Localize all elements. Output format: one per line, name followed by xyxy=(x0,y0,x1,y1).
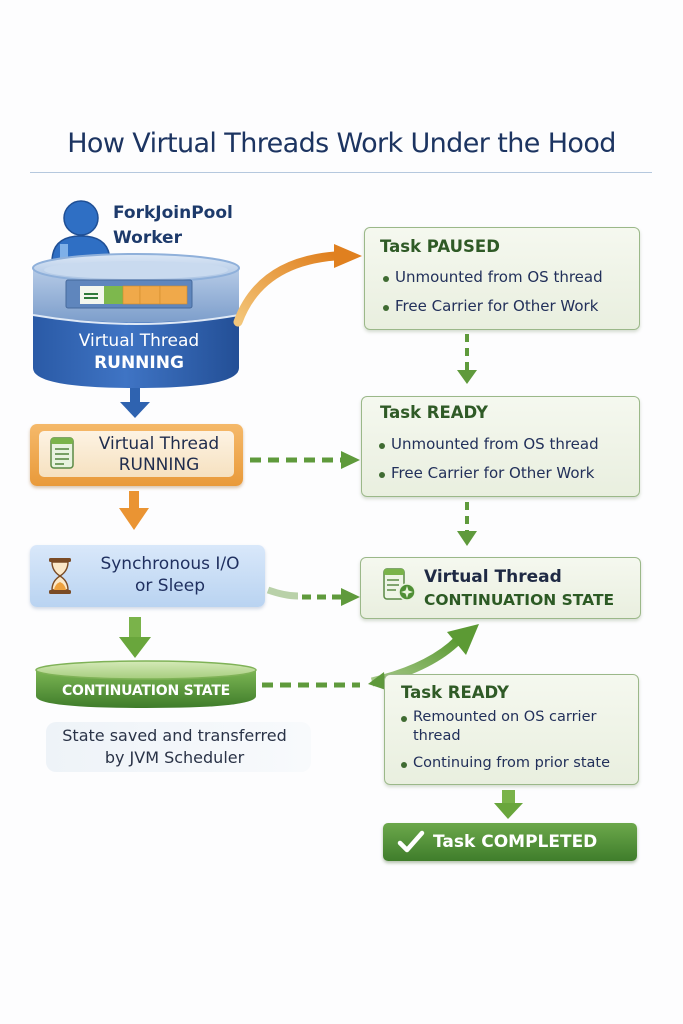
title-divider xyxy=(30,172,652,173)
continuation-disk-label: CONTINUATION STATE xyxy=(61,683,231,699)
continuation-box-line1: Virtual Thread xyxy=(424,567,562,587)
bullet-item: Continuing from prior state xyxy=(397,754,638,773)
state-note-text: State saved and transferred by JVM Sched… xyxy=(46,725,303,769)
cylinder-line2: RUNNING xyxy=(40,352,238,374)
task-paused-box: Task PAUSED Unmounted from OS thread Fre… xyxy=(364,227,640,330)
task-completed-label: Task COMPLETED xyxy=(433,832,598,852)
task-ready-remounted-box: Task READY Remounted on OS carrier threa… xyxy=(384,674,639,785)
bullet-item: Free Carrier for Other Work xyxy=(379,292,603,321)
continuation-state-disk xyxy=(35,660,257,708)
arrow-down-orange xyxy=(119,491,149,530)
sync-box-line2: or Sleep xyxy=(134,576,206,596)
progress-bar xyxy=(80,285,188,305)
bullet-item: Unmounted from OS thread xyxy=(379,263,603,292)
dashed-arrow-running-to-ready xyxy=(250,451,360,469)
virtual-thread-cylinder xyxy=(32,253,240,388)
running-box-line2: RUNNING xyxy=(118,455,200,475)
sync-box-line1: Synchronous I/O xyxy=(100,554,240,574)
worker-label: ForkJoinPool Worker xyxy=(113,201,233,251)
task-ready-box: Task READY Unmounted from OS thread Free… xyxy=(361,396,640,497)
task-paused-bullets: Unmounted from OS thread Free Carrier fo… xyxy=(379,263,603,321)
task-ready-bullets: Unmounted from OS thread Free Carrier fo… xyxy=(375,430,599,488)
state-note: State saved and transferred by JVM Sched… xyxy=(46,722,311,772)
bullet-item: Free Carrier for Other Work xyxy=(375,459,599,488)
cylinder-line2-text: RUNNING xyxy=(94,353,184,373)
checkmark-icon xyxy=(397,830,425,853)
task-ready-remounted-heading: Task READY xyxy=(401,683,509,702)
arrow-down-green xyxy=(119,617,151,658)
cylinder-line1: Virtual Thread xyxy=(78,331,200,351)
hourglass-icon xyxy=(49,558,71,594)
arrow-down-blue xyxy=(120,388,150,418)
task-ready-heading: Task READY xyxy=(380,403,488,422)
state-note-line2: by JVM Scheduler xyxy=(104,748,245,767)
arrow-ready-to-completed xyxy=(494,790,523,819)
worker-label-line2: Worker xyxy=(113,228,182,248)
task-completed-banner: Task COMPLETED xyxy=(383,823,637,861)
virtual-thread-running-box: Virtual Thread RUNNING xyxy=(30,424,243,486)
arrow-to-paused xyxy=(233,244,362,327)
dashed-arrow-sync-to-continuation xyxy=(266,586,360,606)
task-paused-heading: Task PAUSED xyxy=(380,237,500,256)
arrow-paused-to-ready xyxy=(457,334,477,384)
bullet-item: Unmounted from OS thread xyxy=(375,430,599,459)
task-ready-remounted-bullets: Remounted on OS carrier thread Continuin… xyxy=(397,708,638,781)
cylinder-label: Virtual Thread RUNNING xyxy=(40,330,238,374)
user-icon xyxy=(51,200,111,263)
document-gear-icon xyxy=(383,568,416,601)
continuation-state-box: Virtual Thread CONTINUATION STATE xyxy=(360,557,641,619)
running-box-line1: Virtual Thread xyxy=(98,434,220,454)
worker-label-line1: ForkJoinPool xyxy=(113,203,233,223)
continuation-box-line2: CONTINUATION STATE xyxy=(424,591,615,609)
document-icon xyxy=(50,437,74,469)
sync-box-label: Synchronous I/O or Sleep xyxy=(80,553,260,597)
running-box-label: Virtual Thread RUNNING xyxy=(84,434,234,476)
state-note-line1: State saved and transferred xyxy=(62,726,287,745)
arrow-ready-to-continuation xyxy=(457,502,477,546)
page-title: How Virtual Threads Work Under the Hood xyxy=(67,128,616,159)
synchronous-io-box: Synchronous I/O or Sleep xyxy=(30,545,265,607)
bullet-item: Remounted on OS carrier thread xyxy=(397,708,638,746)
curved-arrow-ready-to-continuation xyxy=(368,624,479,690)
